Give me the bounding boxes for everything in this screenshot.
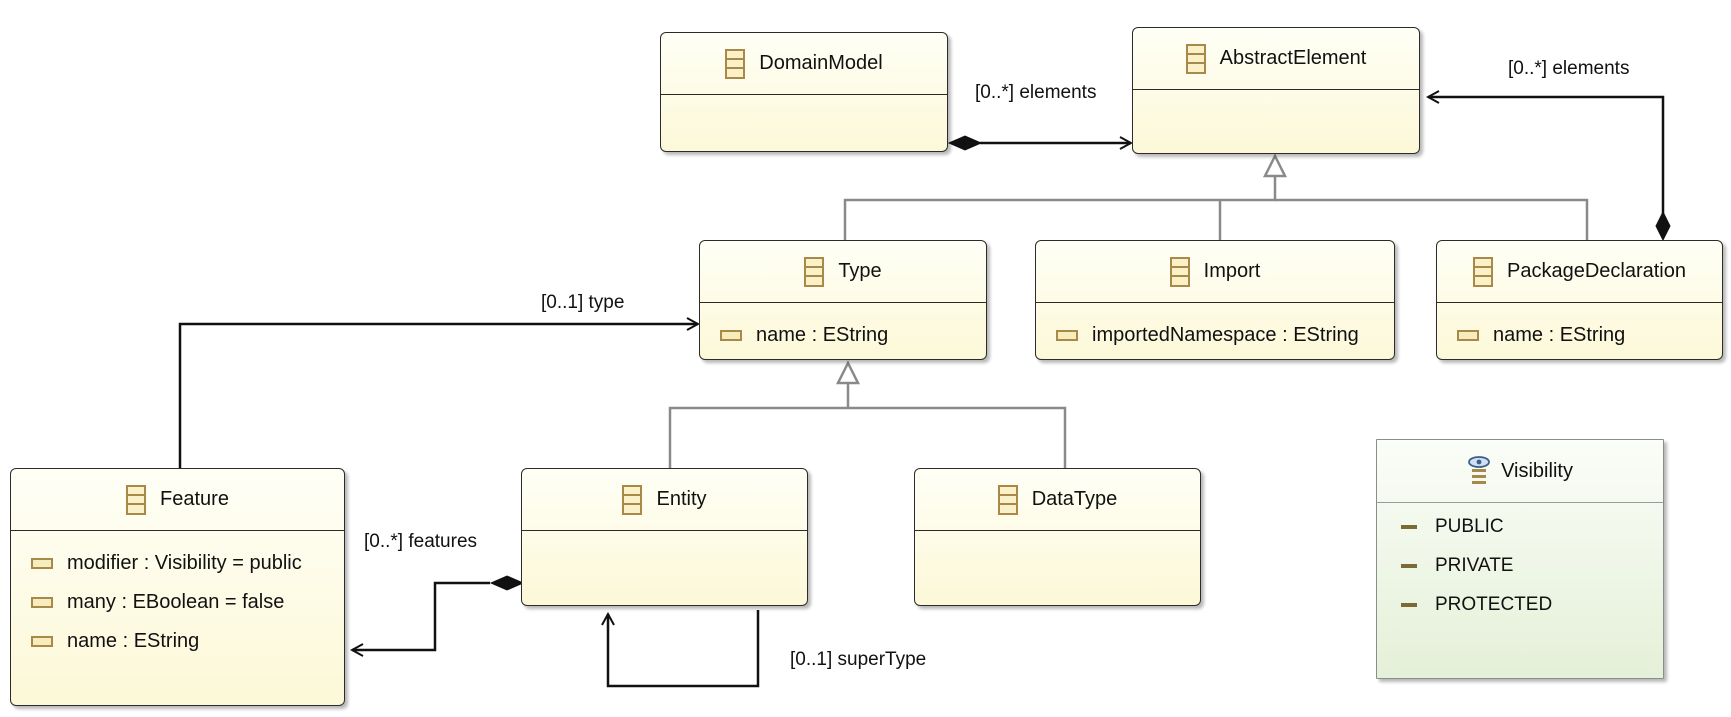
generalization-arrowhead-abstract-element xyxy=(1262,153,1288,178)
attribute-icon xyxy=(31,597,53,608)
diamond-domain-model xyxy=(947,135,983,151)
enum-literal[interactable]: PRIVATE xyxy=(1377,546,1663,585)
attribute-list: name : EString xyxy=(700,316,986,355)
class-name: AbstractElement xyxy=(1219,47,1367,69)
class-name: Entity xyxy=(656,488,707,510)
eclass-icon xyxy=(622,484,643,515)
reference-entity-super-type[interactable] xyxy=(608,610,760,688)
attribute[interactable]: modifier : Visibility = public xyxy=(11,544,344,583)
attribute-text: many : EBoolean = false xyxy=(67,591,285,613)
class-entity[interactable]: Entity xyxy=(521,468,808,606)
attribute[interactable]: name : EString xyxy=(700,316,986,355)
diamond-package-declaration xyxy=(1655,210,1671,242)
label-feature-type: [0..1] type xyxy=(541,292,625,313)
class-name: Import xyxy=(1203,260,1261,282)
eclass-icon xyxy=(804,256,825,287)
composition-entity-features[interactable] xyxy=(352,581,490,650)
eclass-icon xyxy=(1169,256,1190,287)
eclass-icon xyxy=(997,484,1018,515)
generalization-type-abstract-element[interactable] xyxy=(843,176,1277,240)
generalization-arrowhead-type xyxy=(835,360,861,385)
class-header: PackageDeclaration xyxy=(1437,241,1722,303)
attribute-text: name : EString xyxy=(1493,324,1626,346)
class-domain-model[interactable]: DomainModel xyxy=(660,32,948,152)
eclass-icon xyxy=(725,48,746,79)
diamond-entity xyxy=(489,575,525,591)
enum-visibility[interactable]: Visibility PUBLIC PRIVATE PROTECTED xyxy=(1376,439,1664,679)
class-header: Entity xyxy=(522,469,807,531)
attribute-icon xyxy=(31,558,53,569)
attribute-icon xyxy=(31,636,53,647)
class-package-declaration[interactable]: PackageDeclaration name : EString xyxy=(1436,240,1723,360)
attribute[interactable]: name : EString xyxy=(1437,316,1722,355)
generalization-package-abstract-element[interactable] xyxy=(1275,198,1589,240)
composition-package-elements[interactable] xyxy=(1428,97,1665,216)
literal-text: PRIVATE xyxy=(1435,554,1514,576)
attribute-text: name : EString xyxy=(756,324,889,346)
attribute[interactable]: name : EString xyxy=(11,622,344,661)
class-header: DomainModel xyxy=(661,33,947,95)
eenum-icon xyxy=(1468,456,1490,484)
attribute-icon xyxy=(1457,330,1479,341)
attribute-text: importedNamespace : EString xyxy=(1092,324,1359,346)
eclass-icon xyxy=(126,484,147,515)
class-name: Type xyxy=(838,260,882,282)
class-type[interactable]: Type name : EString xyxy=(699,240,987,360)
class-feature[interactable]: Feature modifier : Visibility = public m… xyxy=(10,468,345,706)
class-name: Feature xyxy=(160,488,229,510)
class-import[interactable]: Import importedNamespace : EString xyxy=(1035,240,1395,360)
eclass-icon xyxy=(1473,256,1493,287)
attribute-text: modifier : Visibility = public xyxy=(67,552,302,574)
class-header: DataType xyxy=(915,469,1200,531)
literal-icon xyxy=(1401,524,1417,529)
class-data-type[interactable]: DataType xyxy=(914,468,1201,606)
attribute-list: modifier : Visibility = public many : EB… xyxy=(11,544,344,661)
literal-list: PUBLIC PRIVATE PROTECTED xyxy=(1377,507,1663,624)
label-package-elements: [0..*] elements xyxy=(1508,58,1630,79)
literal-text: PROTECTED xyxy=(1435,593,1553,615)
class-abstract-element[interactable]: AbstractElement xyxy=(1132,27,1420,154)
class-header: AbstractElement xyxy=(1133,28,1419,90)
label-domain-elements: [0..*] elements xyxy=(975,82,1097,103)
eclass-icon xyxy=(1185,43,1206,74)
class-header: Feature xyxy=(11,469,344,531)
attribute-list: name : EString xyxy=(1437,316,1722,355)
literal-text: PUBLIC xyxy=(1435,515,1504,537)
attribute-list: importedNamespace : EString xyxy=(1036,316,1394,355)
class-header: Import xyxy=(1036,241,1394,303)
literal-icon xyxy=(1401,602,1417,607)
enum-literal[interactable]: PUBLIC xyxy=(1377,507,1663,546)
class-name: DataType xyxy=(1031,488,1118,510)
class-name: PackageDeclaration xyxy=(1507,260,1686,282)
attribute-text: name : EString xyxy=(67,630,200,652)
class-name: DomainModel xyxy=(759,52,883,74)
attribute-icon xyxy=(1056,330,1078,341)
attribute[interactable]: many : EBoolean = false xyxy=(11,583,344,622)
attribute-icon xyxy=(720,330,742,341)
literal-icon xyxy=(1401,563,1417,568)
attribute[interactable]: importedNamespace : EString xyxy=(1036,316,1394,355)
label-entity-super-type: [0..1] superType xyxy=(790,649,927,670)
enum-header: Visibility xyxy=(1377,440,1663,503)
enum-name: Visibility xyxy=(1501,459,1573,482)
label-entity-features: [0..*] features xyxy=(364,531,478,552)
generalization-entity-type[interactable] xyxy=(668,406,1067,468)
enum-literal[interactable]: PROTECTED xyxy=(1377,585,1663,624)
reference-feature-type[interactable] xyxy=(178,324,698,468)
class-header: Type xyxy=(700,241,986,303)
